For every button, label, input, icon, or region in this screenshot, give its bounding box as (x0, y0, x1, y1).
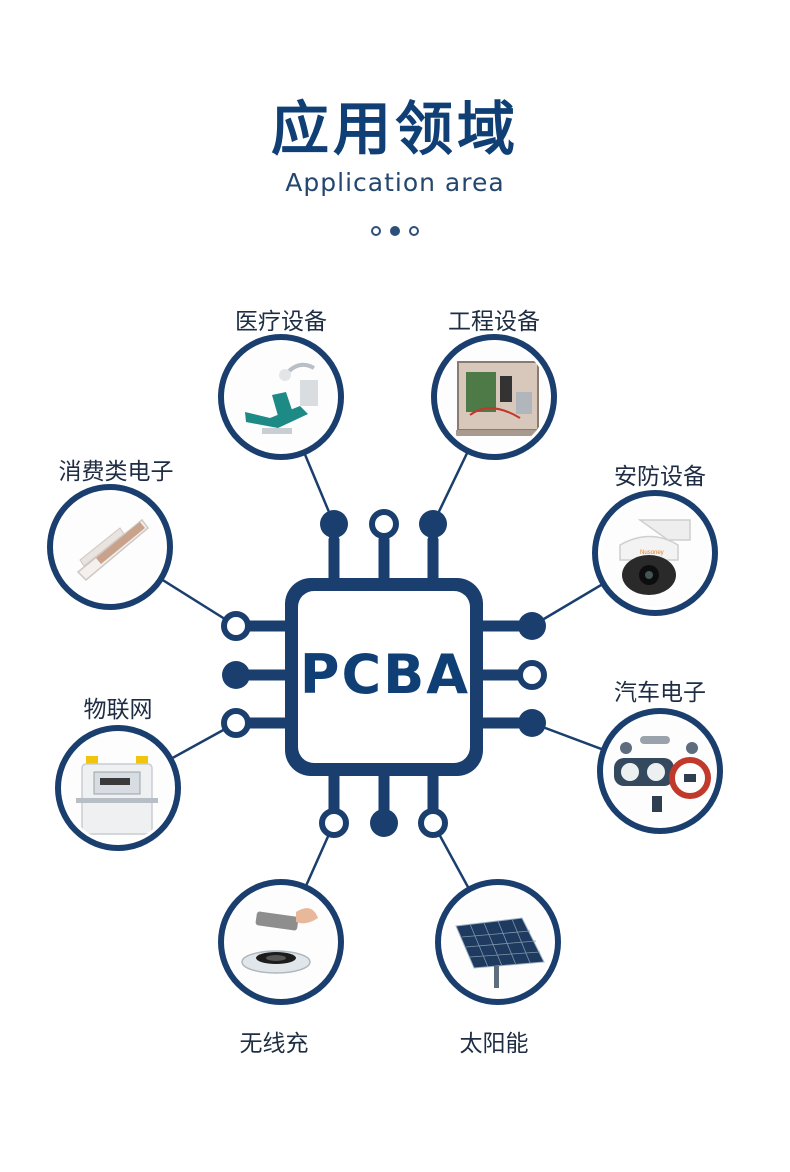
svg-text:Nusoney: Nusoney (640, 550, 664, 556)
chip-body-inner (298, 591, 470, 763)
app-label-automotive: 汽车电子 (614, 680, 706, 706)
security-camera-icon: Nusoney (601, 499, 709, 607)
industrial-cabinet-icon (440, 343, 548, 451)
chip-label: PCBA (299, 643, 471, 706)
pagination-dot-active[interactable] (390, 226, 400, 236)
app-circle-solar (435, 879, 561, 1005)
app-circle-consumer (47, 484, 173, 610)
dental-chair-icon (227, 343, 335, 451)
gas-meter-icon (64, 734, 172, 842)
app-circle-automotive (597, 708, 723, 834)
page-title: 应用领域 (270, 95, 519, 163)
pagination-dots (0, 226, 790, 236)
app-circle-security: Nusoney (592, 490, 718, 616)
app-circle-medical (218, 334, 344, 460)
page-subtitle: Application area (285, 168, 505, 197)
app-circles: Nusoney (47, 334, 723, 1005)
app-circle-wireless (218, 879, 344, 1005)
pagination-dot[interactable] (409, 226, 419, 236)
app-label-medical: 医疗设备 (235, 309, 327, 335)
app-label-engineering: 工程设备 (448, 309, 540, 335)
app-label-wireless: 无线充 (239, 1031, 309, 1057)
solar-panel-icon (444, 888, 552, 996)
pagination-dot[interactable] (371, 226, 381, 236)
app-label-iot: 物联网 (83, 697, 153, 723)
app-circle-iot (55, 725, 181, 851)
app-circle-engineering (431, 334, 557, 460)
app-label-security: 安防设备 (614, 464, 706, 490)
app-label-consumer: 消费类电子 (58, 459, 174, 485)
hair-straightener-icon (56, 493, 164, 601)
chip-pins (244, 534, 524, 816)
chip-pin-heads (221, 509, 547, 838)
car-dashboard-icon (606, 717, 714, 825)
app-label-solar: 太阳能 (459, 1031, 529, 1057)
wireless-charger-icon (227, 888, 335, 996)
